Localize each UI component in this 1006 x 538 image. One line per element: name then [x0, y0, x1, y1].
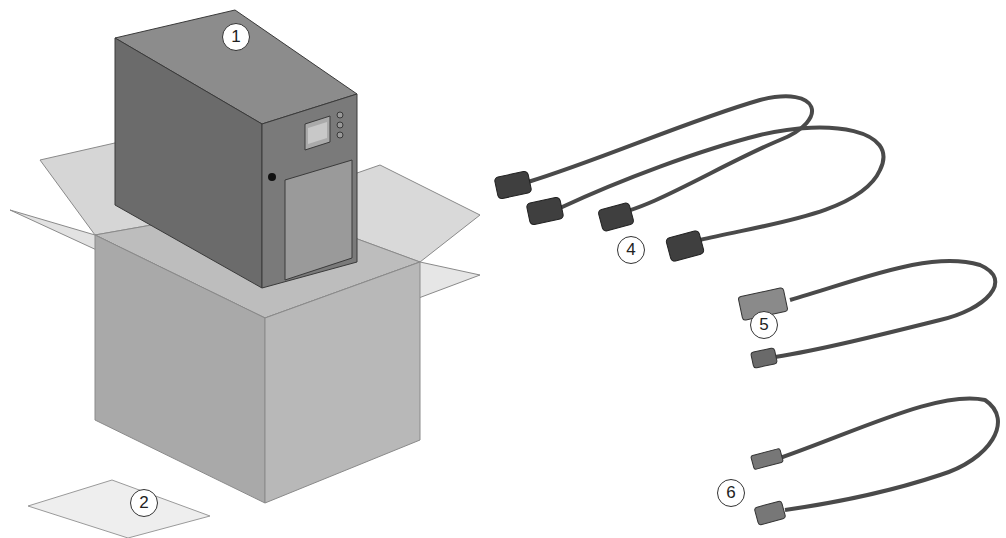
- plug: [526, 197, 564, 226]
- callout-number: 1: [231, 27, 240, 47]
- cable: [775, 261, 995, 357]
- ups-button: [337, 122, 343, 128]
- callout-number: 4: [626, 240, 635, 260]
- callout-circle: 4: [617, 236, 645, 264]
- plugs: [494, 171, 704, 262]
- manual-sheet: [28, 480, 210, 538]
- carton-side: [95, 235, 265, 503]
- carton-front: [10, 210, 480, 503]
- plug: [494, 171, 532, 200]
- ups-display: [305, 116, 330, 150]
- plug: [665, 230, 704, 262]
- usb-b-connector: [754, 501, 786, 526]
- callout-circle: 6: [717, 479, 745, 507]
- ups-button: [337, 112, 343, 118]
- ups-button: [337, 132, 343, 138]
- ups-port: [268, 173, 276, 181]
- rj45-connector: [751, 348, 778, 369]
- serial-cable: [738, 261, 995, 368]
- callout-number: 5: [759, 315, 768, 335]
- callout-circle: 5: [750, 311, 778, 339]
- usb-a-connector: [751, 448, 784, 469]
- power-cords: [528, 96, 883, 240]
- ups-screen: [308, 122, 327, 144]
- carton-side: [265, 262, 420, 503]
- usb-cable: [751, 398, 998, 525]
- ups-front: [262, 94, 357, 288]
- cord: [560, 128, 883, 240]
- ups-side: [115, 38, 262, 288]
- cord: [528, 96, 812, 215]
- plug: [598, 202, 635, 232]
- callout-number: 2: [139, 493, 148, 513]
- callout-circle: 1: [222, 23, 250, 51]
- ups-grille: [285, 160, 352, 280]
- cable: [780, 398, 998, 510]
- callout-number: 6: [726, 483, 735, 503]
- ups-unit: [115, 10, 357, 288]
- callout-circle: 2: [130, 489, 158, 517]
